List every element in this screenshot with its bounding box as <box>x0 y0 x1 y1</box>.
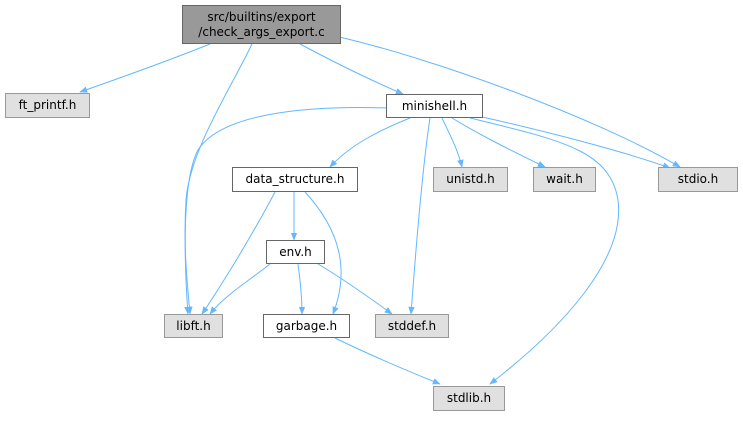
edge-env-libft <box>209 263 271 315</box>
node-stdlib[interactable]: stdlib.h <box>433 386 505 411</box>
node-garbage[interactable]: garbage.h <box>263 314 350 338</box>
edge-minishell-data-structure <box>329 117 411 168</box>
edge-minishell-wait <box>451 117 546 168</box>
edge-root-ft-printf <box>79 43 211 93</box>
edge-garbage-stdlib <box>334 337 441 385</box>
edge-env-garbage <box>297 263 306 315</box>
node-stdio[interactable]: stdio.h <box>658 167 738 192</box>
edge-root-minishell <box>299 43 404 95</box>
edge-minishell-unistd <box>441 117 464 168</box>
edge-root-stdio <box>334 35 681 168</box>
node-data-structure[interactable]: data_structure.h <box>232 167 358 192</box>
edge-minishell-stddef <box>408 117 431 315</box>
edge-root-libft <box>184 43 253 315</box>
node-unistd[interactable]: unistd.h <box>433 167 508 192</box>
node-stddef[interactable]: stddef.h <box>375 314 449 338</box>
node-minishell[interactable]: minishell.h <box>386 94 483 118</box>
root-file-node[interactable]: src/builtins/export /check_args_export.c <box>182 5 341 44</box>
edge-minishell-libft <box>184 107 389 315</box>
edge-data-structure-garbage <box>304 191 342 315</box>
edge-minishell-stdlib <box>469 117 620 385</box>
edge-env-stddef <box>317 263 393 315</box>
node-env[interactable]: env.h <box>266 240 325 264</box>
root-file-path-line2: /check_args_export.c <box>198 24 325 39</box>
node-wait[interactable]: wait.h <box>533 167 596 192</box>
root-file-path-line1: src/builtins/export <box>207 9 316 24</box>
edge-minishell-stdio <box>477 115 671 169</box>
node-libft[interactable]: libft.h <box>164 314 223 338</box>
edge-data-structure-libft <box>201 191 276 315</box>
node-ft-printf[interactable]: ft_printf.h <box>5 93 90 118</box>
